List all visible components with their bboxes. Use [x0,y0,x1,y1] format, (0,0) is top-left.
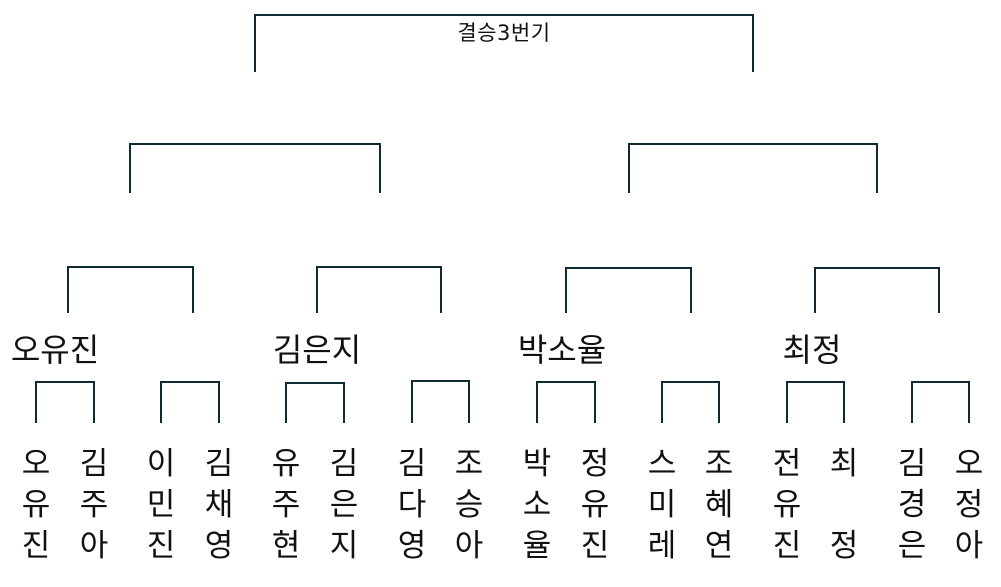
bracket-r16-7 [786,381,845,423]
player-name: 최 정 [829,446,859,564]
bracket-quarter-1 [67,266,194,313]
bracket-r16-2 [160,381,220,423]
bracket-r16-6 [661,381,720,423]
bracket-final [254,14,754,72]
player-name: 조 혜 연 [704,446,734,564]
bracket-quarter-3 [565,267,692,313]
bracket-quarter-2 [316,266,442,313]
player-name: 김 채 영 [204,446,234,564]
bracket-r16-1 [35,381,95,423]
bracket-r16-3 [285,382,345,423]
player-name: 정 유 진 [580,446,610,564]
semi-winner-2: 김은지 [272,331,362,369]
player-name: 조 승 아 [454,446,484,564]
player-name: 전 유 진 [772,446,802,564]
player-name: 김 다 영 [397,446,427,564]
bracket-r16-4 [411,380,470,423]
bracket-title: 결승3번기 [457,21,551,45]
player-name: 박 소 율 [522,446,552,564]
player-name: 김 주 아 [79,446,109,564]
bracket-semi-left [129,143,381,193]
bracket-quarter-4 [814,267,940,313]
semi-winner-1: 오유진 [10,331,100,369]
player-name: 오 유 진 [21,446,51,564]
bracket-r16-8 [911,381,970,423]
player-name: 김 경 은 [897,446,927,564]
semi-winner-3: 박소율 [517,331,607,369]
player-name: 오 정 아 [954,446,984,564]
player-name: 유 주 현 [271,446,301,564]
semi-winner-4: 최정 [782,331,842,369]
player-name: 스 미 레 [647,446,677,564]
bracket-semi-right [628,143,878,193]
player-name: 김 은 지 [329,446,359,564]
bracket-r16-5 [536,381,596,423]
player-name: 이 민 진 [146,446,176,564]
